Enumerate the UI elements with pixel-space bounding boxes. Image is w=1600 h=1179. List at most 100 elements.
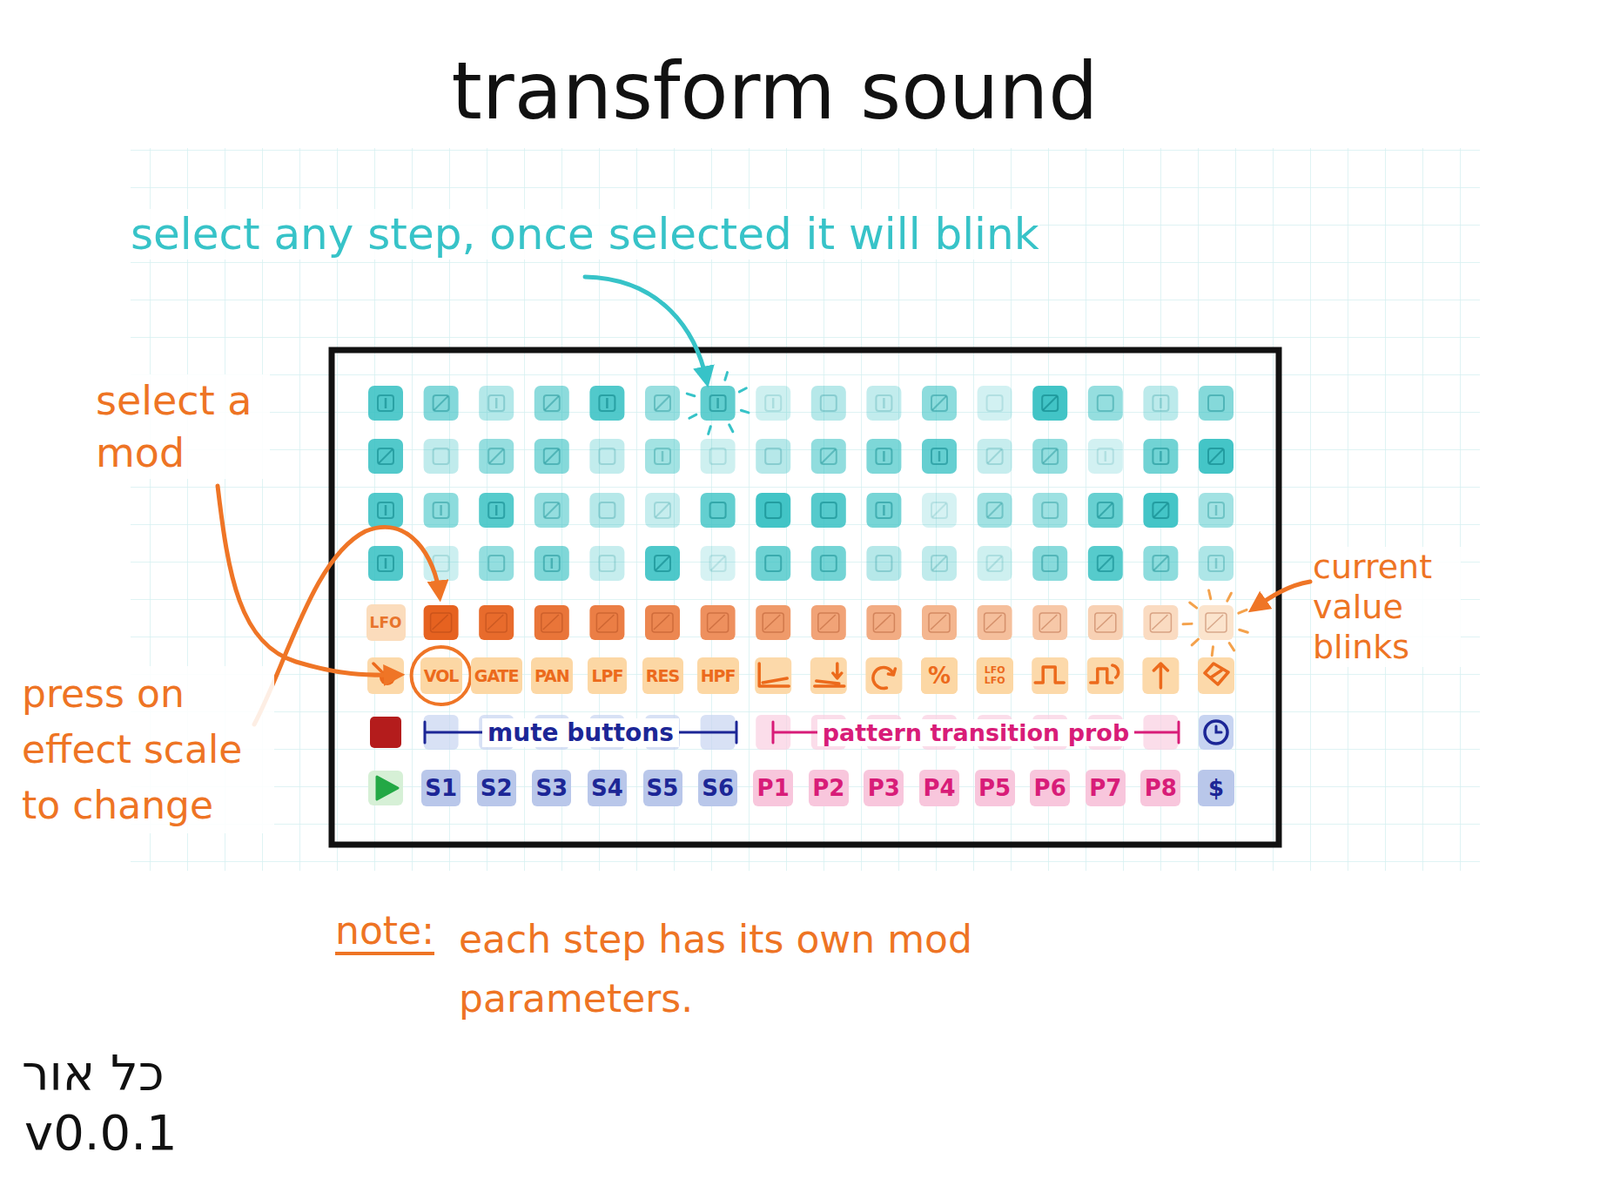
scale-glyph xyxy=(432,614,449,630)
note-label: note: xyxy=(335,909,435,955)
step-glyph xyxy=(932,503,947,518)
step-glyph xyxy=(495,504,498,516)
step-glyph xyxy=(488,395,505,411)
scale-glyph xyxy=(1149,612,1171,632)
step-button xyxy=(589,492,625,528)
button-label: LFO LFO xyxy=(981,665,1009,686)
button-label: LPF xyxy=(591,665,623,686)
step-glyph xyxy=(544,396,559,411)
mod-button xyxy=(865,657,902,694)
blink-ray xyxy=(1227,592,1232,601)
step-button xyxy=(811,492,847,528)
step-glyph xyxy=(433,502,450,518)
scale-glyph xyxy=(653,614,670,630)
button-label: % xyxy=(927,662,951,689)
grid-button: HPF xyxy=(697,657,740,694)
step-glyph xyxy=(377,555,394,572)
step-glyph xyxy=(1208,395,1224,411)
step-button xyxy=(755,385,791,421)
scale-button xyxy=(977,605,1013,640)
step-button xyxy=(700,385,736,421)
scale-glyph xyxy=(986,614,1002,630)
step-button xyxy=(1198,545,1234,581)
scale-glyph xyxy=(874,614,891,630)
step-glyph xyxy=(655,503,670,518)
grid-button: LPF xyxy=(587,657,627,694)
button-label: HPF xyxy=(700,665,736,686)
step-button xyxy=(1088,438,1123,474)
step-glyph xyxy=(765,502,781,518)
scale-button xyxy=(1198,605,1234,640)
callout-text: press on effect scale to change xyxy=(21,665,275,834)
step-glyph xyxy=(1152,555,1169,572)
step-glyph xyxy=(710,395,727,411)
grid-button: GATE xyxy=(470,657,523,694)
grid-button: LFO xyxy=(366,604,406,641)
step-glyph xyxy=(384,397,388,409)
step-button xyxy=(811,385,847,421)
step-glyph xyxy=(1159,450,1163,462)
step-glyph xyxy=(1152,448,1169,464)
step-glyph xyxy=(1208,555,1224,572)
step-glyph xyxy=(598,395,615,411)
step-glyph xyxy=(433,395,450,411)
step-button xyxy=(977,385,1013,421)
step-glyph xyxy=(654,502,671,518)
step-glyph xyxy=(1152,395,1169,411)
step-button xyxy=(1032,438,1068,474)
step-button xyxy=(866,545,901,581)
grid-button: RES xyxy=(642,657,684,694)
step-button xyxy=(921,545,957,581)
button-label: P4 xyxy=(922,774,955,801)
step-glyph xyxy=(1215,504,1218,516)
step-glyph xyxy=(661,450,665,462)
step-glyph xyxy=(1098,556,1113,571)
highlight-circle xyxy=(411,646,471,705)
step-glyph xyxy=(434,396,449,411)
scale-glyph xyxy=(487,614,504,630)
blink-ray xyxy=(739,388,747,392)
scale-glyph xyxy=(596,612,618,632)
button-label: VOL xyxy=(423,665,459,686)
scale-button xyxy=(534,605,570,640)
callout-text: select any step, once selected it will b… xyxy=(130,208,1040,260)
mod-button xyxy=(754,657,792,694)
step-glyph xyxy=(820,448,837,464)
button-label: S6 xyxy=(701,774,734,801)
button-label: P8 xyxy=(1144,774,1177,801)
step-button xyxy=(1032,385,1068,421)
blink-ray xyxy=(1183,622,1192,626)
blink-ray xyxy=(1211,646,1213,656)
step-glyph xyxy=(1042,502,1058,518)
step-glyph xyxy=(433,555,450,572)
step-glyph xyxy=(987,395,1003,411)
step-glyph xyxy=(988,503,1002,518)
step-glyph xyxy=(489,449,504,464)
step-glyph xyxy=(882,450,886,462)
mod-button xyxy=(1197,657,1235,694)
step-glyph xyxy=(938,450,942,462)
button-label: P1 xyxy=(757,774,790,801)
step-glyph xyxy=(987,555,1003,572)
step-glyph xyxy=(1042,449,1057,464)
step-glyph xyxy=(544,502,560,518)
step-button xyxy=(368,492,404,528)
step-glyph xyxy=(1152,502,1169,518)
step-glyph xyxy=(1159,397,1163,409)
step-button xyxy=(478,545,514,581)
grid-button: S4 xyxy=(587,769,627,807)
scale-glyph xyxy=(1041,614,1057,630)
step-glyph xyxy=(544,395,560,411)
step-glyph xyxy=(932,556,947,571)
scale-button xyxy=(755,605,791,640)
grid-button: P4 xyxy=(919,769,960,807)
scale-button xyxy=(1032,605,1068,640)
step-button xyxy=(921,385,957,421)
step-glyph xyxy=(931,448,948,464)
mod-button xyxy=(921,657,958,694)
grid-button: P5 xyxy=(974,769,1016,807)
grid-button: S5 xyxy=(643,769,683,807)
blink-ray xyxy=(1239,629,1249,632)
scale-glyph xyxy=(764,614,780,630)
step-glyph xyxy=(544,448,560,464)
